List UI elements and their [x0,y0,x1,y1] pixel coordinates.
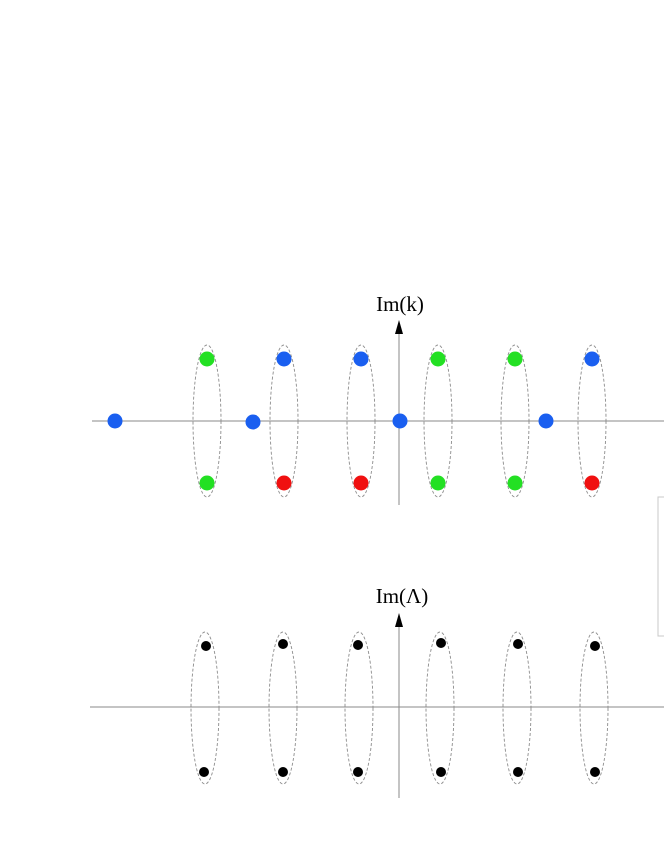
k-ellipse [346,344,376,498]
blue-pole [353,351,369,367]
black-point [201,641,211,651]
lambda-points [199,638,600,777]
black-point [353,640,363,650]
imag-axis-k-arrowhead [395,320,403,334]
green-pole [507,475,523,491]
k-ellipse [269,344,299,498]
cropped-legend-box [657,496,664,637]
lambda-ellipse [344,631,374,785]
black-point [278,639,288,649]
blue-pole [392,413,408,429]
lambda-ellipse [425,631,455,785]
k-plane-panel: Im(k) [92,292,664,505]
black-point [436,767,446,777]
red-pole [353,475,369,491]
blue-pole [538,413,554,429]
black-point [353,767,363,777]
imag-axis-k-label: Im(k) [376,292,424,316]
lambda-ellipses [190,631,609,785]
green-pole [199,351,215,367]
green-pole [430,351,446,367]
lambda-ellipse [579,631,609,785]
k-ellipse [577,344,607,498]
green-pole [430,475,446,491]
green-pole [199,475,215,491]
red-pole [584,475,600,491]
black-point [199,767,209,777]
black-point [513,639,523,649]
blue-pole [245,414,261,430]
blue-pole [276,351,292,367]
lambda-plane-panel: Im(Λ) [90,584,664,798]
black-point [590,641,600,651]
k-ellipse [423,344,453,498]
black-point [436,638,446,648]
black-point [590,767,600,777]
k-ellipses [192,344,607,498]
k-points [107,351,600,491]
k-ellipse [500,344,530,498]
lambda-ellipse [268,631,298,785]
lambda-ellipse [502,631,532,785]
green-pole [507,351,523,367]
lambda-ellipse [190,631,220,785]
blue-pole [584,351,600,367]
imag-axis-lambda-label: Im(Λ) [376,584,429,608]
black-point [513,767,523,777]
black-point [278,767,288,777]
imag-axis-lambda-arrowhead [395,613,403,627]
k-ellipse [192,344,222,498]
blue-pole [107,413,123,429]
red-pole [276,475,292,491]
